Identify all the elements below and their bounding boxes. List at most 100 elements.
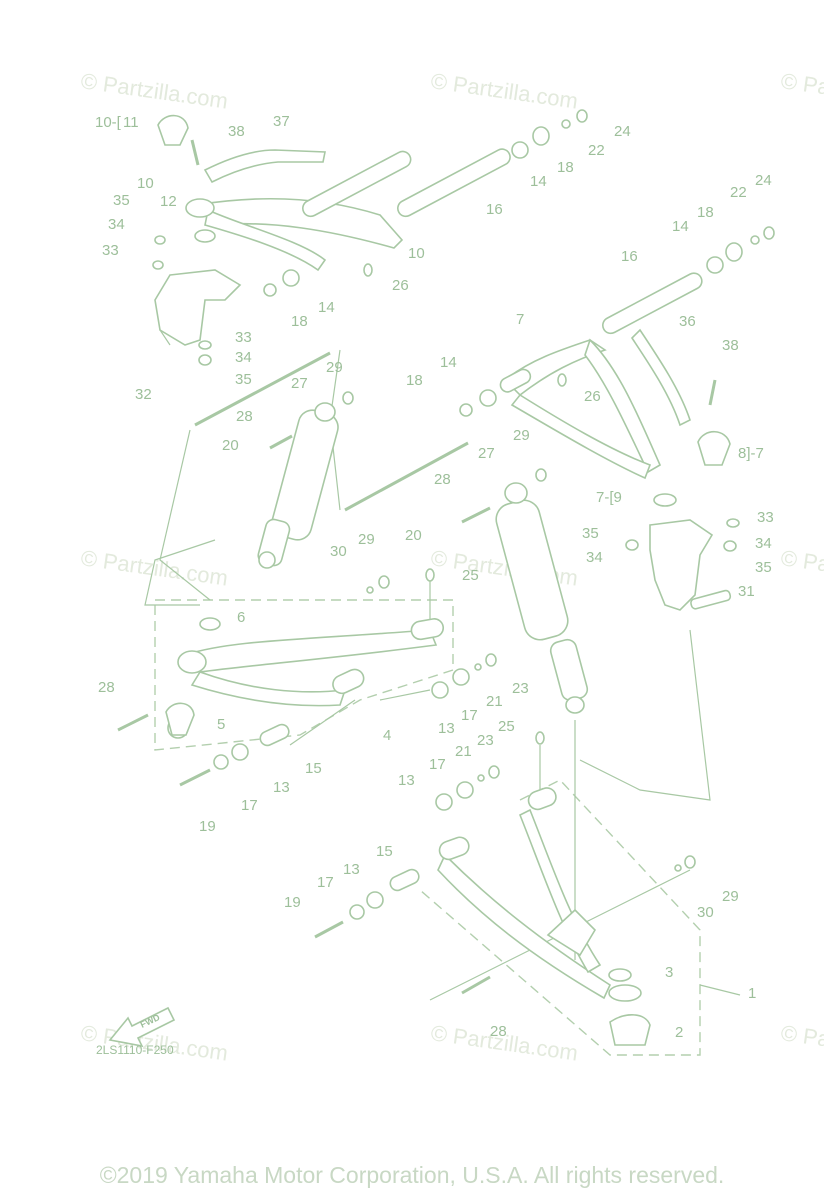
callout-label: 35 bbox=[755, 559, 772, 576]
callout-label: 10 bbox=[137, 175, 154, 192]
pivot-shaft-16 bbox=[602, 272, 703, 335]
collar-15 bbox=[259, 723, 290, 747]
callout-label: 15 bbox=[376, 843, 393, 860]
pivot-shaft-16 bbox=[397, 148, 511, 218]
callout-label: 28 bbox=[434, 471, 451, 488]
callout-label: 29 bbox=[513, 427, 530, 444]
callout-label: 33 bbox=[102, 242, 119, 259]
callout-label: 13 bbox=[398, 772, 415, 789]
callout-label: 25 bbox=[498, 718, 515, 735]
callout-label: 28 bbox=[236, 408, 253, 425]
callout-label: 7-[9 bbox=[596, 489, 622, 506]
callout-label: 24 bbox=[755, 172, 772, 189]
callout-label: 25 bbox=[462, 567, 479, 584]
watermark: © Partzilla.com bbox=[79, 68, 229, 113]
callout-label: 34 bbox=[755, 535, 772, 552]
watermark: © Partzilla.com bbox=[779, 545, 824, 590]
callout-label: 34 bbox=[586, 549, 603, 566]
callout-label: 30 bbox=[697, 904, 714, 921]
upper-arm-right bbox=[499, 272, 703, 480]
callout-label: 34 bbox=[108, 216, 125, 233]
callout-label: 30 bbox=[330, 543, 347, 560]
callout-label: 34 bbox=[235, 349, 252, 366]
copyright-notice: ©2019 Yamaha Motor Corporation, U.S.A. A… bbox=[99, 1162, 725, 1188]
callout-label: 17 bbox=[317, 874, 334, 891]
callout-label: 18 bbox=[697, 204, 714, 221]
callout-label: 33 bbox=[757, 509, 774, 526]
callout-label: 37 bbox=[273, 113, 290, 130]
callout-label: 24 bbox=[614, 123, 631, 140]
lower-arm-left-group-box bbox=[154, 599, 454, 751]
callout-label: 8]-7 bbox=[738, 445, 764, 462]
callout-label: 12 bbox=[160, 193, 177, 210]
callout-label: 5 bbox=[217, 716, 225, 733]
ball-joint-5 bbox=[165, 702, 195, 736]
callout-label: 18 bbox=[557, 159, 574, 176]
knuckle-32 bbox=[154, 269, 242, 346]
callout-label: 36 bbox=[679, 313, 696, 330]
callout-label: 17 bbox=[241, 797, 258, 814]
hose-brackets bbox=[203, 149, 691, 427]
callout-label: 32 bbox=[135, 386, 152, 403]
callout-label: 10 bbox=[408, 245, 425, 262]
callout-label: 35 bbox=[235, 371, 252, 388]
lower-arm-right bbox=[389, 787, 651, 1046]
callout-label: 7 bbox=[516, 311, 524, 328]
collar-15 bbox=[389, 868, 420, 892]
callout-label: 20 bbox=[222, 437, 239, 454]
diagram-code: 2LS1110-F250 bbox=[96, 1043, 174, 1057]
callout-label: 26 bbox=[392, 277, 409, 294]
callout-label: 22 bbox=[730, 184, 747, 201]
callout-label: 27 bbox=[291, 375, 308, 392]
shock-absorber-left bbox=[257, 402, 339, 569]
callout-label: 27 bbox=[478, 445, 495, 462]
ball-joint-11 bbox=[157, 114, 189, 146]
callout-label: 16 bbox=[486, 201, 503, 218]
callout-label: 13 bbox=[343, 861, 360, 878]
callout-label: 16 bbox=[621, 248, 638, 265]
callout-label: 35 bbox=[113, 192, 130, 209]
callout-label: 29 bbox=[326, 359, 343, 376]
watermark: © Partzilla.com bbox=[79, 545, 229, 590]
callout-label: 23 bbox=[477, 732, 494, 749]
callout-label: 28 bbox=[490, 1023, 507, 1040]
callout-label: 10-[ bbox=[95, 114, 122, 131]
knuckle-31 bbox=[649, 519, 714, 611]
callout-label: 21 bbox=[486, 693, 503, 710]
callout-label: 3 bbox=[665, 964, 673, 981]
callout-label: 38 bbox=[228, 123, 245, 140]
callout-label: 22 bbox=[588, 142, 605, 159]
callout-label: 2 bbox=[675, 1024, 683, 1041]
small-hardware bbox=[152, 109, 775, 1002]
callout-label: 20 bbox=[405, 527, 422, 544]
callout-label: 18 bbox=[406, 372, 423, 389]
callout-label: 35 bbox=[582, 525, 599, 542]
callout-label: 14 bbox=[530, 173, 547, 190]
hose-37 bbox=[203, 149, 326, 184]
ball-joint-8 bbox=[697, 430, 731, 466]
watermark: © Partzilla.com bbox=[779, 1020, 824, 1065]
front-suspension-diagram: © Partzilla.com © Partzilla.com © Partzi… bbox=[79, 68, 824, 1065]
hose-36 bbox=[630, 328, 691, 427]
callout-label: 28 bbox=[98, 679, 115, 696]
callout-label: 21 bbox=[455, 743, 472, 760]
callout-label: 38 bbox=[722, 337, 739, 354]
callout-label: 18 bbox=[291, 313, 308, 330]
callout-label: 14 bbox=[440, 354, 457, 371]
callout-label: 14 bbox=[318, 299, 335, 316]
bolts bbox=[117, 139, 717, 995]
callout-label: 23 bbox=[512, 680, 529, 697]
ball-joints-knuckles bbox=[154, 114, 732, 736]
watermark: © Partzilla.com bbox=[429, 68, 579, 113]
callout-label: 33 bbox=[235, 329, 252, 346]
shock-absorber-right bbox=[495, 482, 589, 714]
callout-label: 6 bbox=[237, 609, 245, 626]
callout-label: 29 bbox=[722, 888, 739, 905]
group-boxes bbox=[154, 599, 701, 1056]
callout-label: 17 bbox=[429, 756, 446, 773]
callout-label: 11 bbox=[123, 114, 139, 131]
callout-label: 19 bbox=[199, 818, 216, 835]
upper-arm-left bbox=[185, 148, 511, 272]
